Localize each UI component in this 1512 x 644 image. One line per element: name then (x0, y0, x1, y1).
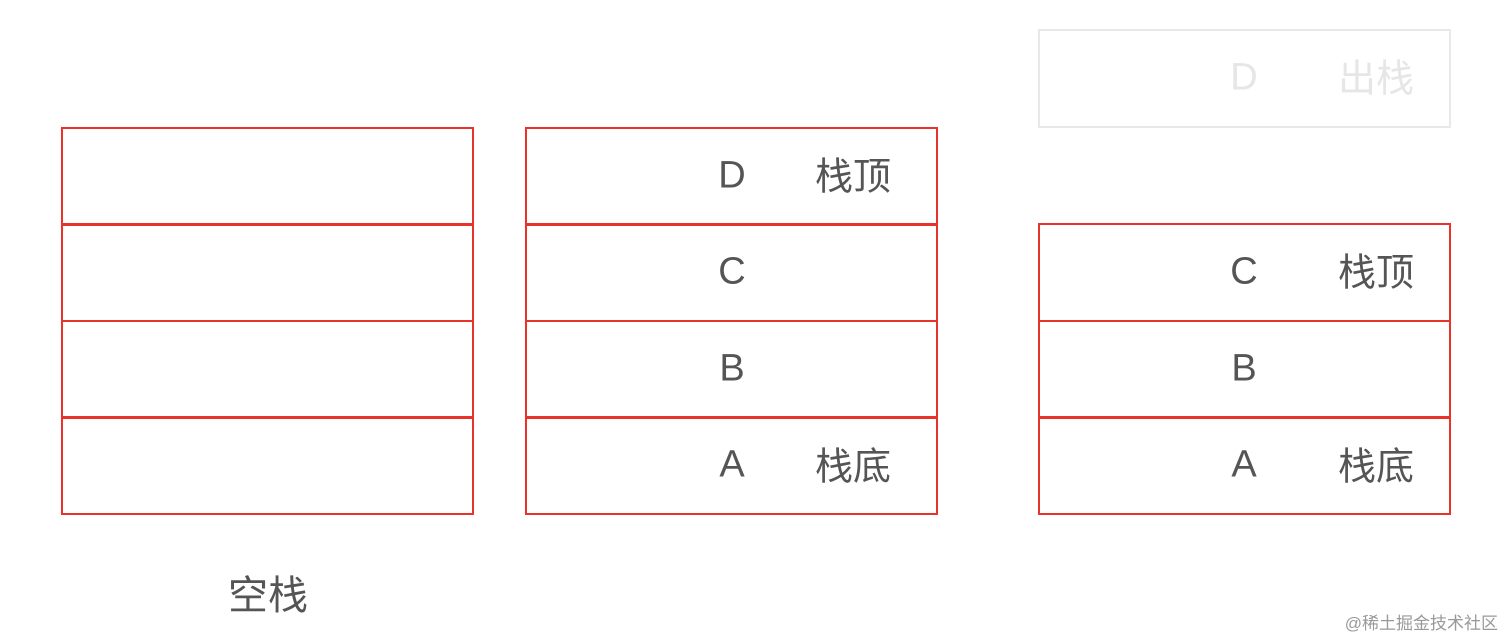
stack-cell (61, 223, 474, 322)
stack-cell (525, 127, 938, 226)
popped-label: 出栈 (1337, 58, 1415, 101)
stack-cell (61, 127, 474, 226)
stack-top-label: 栈顶 (814, 156, 892, 199)
stack-item: A (1231, 443, 1257, 486)
stack-top-label: 栈顶 (1337, 252, 1415, 295)
popped-cell (1038, 29, 1451, 128)
popped-item: D (1230, 56, 1258, 99)
stack-item: C (1230, 250, 1258, 293)
stack-cell (525, 320, 938, 419)
stack-cell (61, 416, 474, 515)
stack-cell (525, 416, 938, 515)
stack-item: B (1231, 347, 1257, 390)
watermark: @稀土掘金技术社区 (1344, 614, 1498, 633)
stack-bottom-label: 栈底 (1337, 446, 1415, 489)
stack-item: C (718, 250, 746, 293)
empty-stack-caption: 空栈 (228, 574, 308, 618)
stack-cell (61, 320, 474, 419)
stack-cell (1038, 416, 1451, 515)
stack-item: D (718, 154, 746, 197)
stack-bottom-label: 栈底 (814, 446, 892, 489)
stack-cell (1038, 320, 1451, 419)
stack-item: A (719, 443, 745, 486)
stack-item: B (719, 347, 745, 390)
